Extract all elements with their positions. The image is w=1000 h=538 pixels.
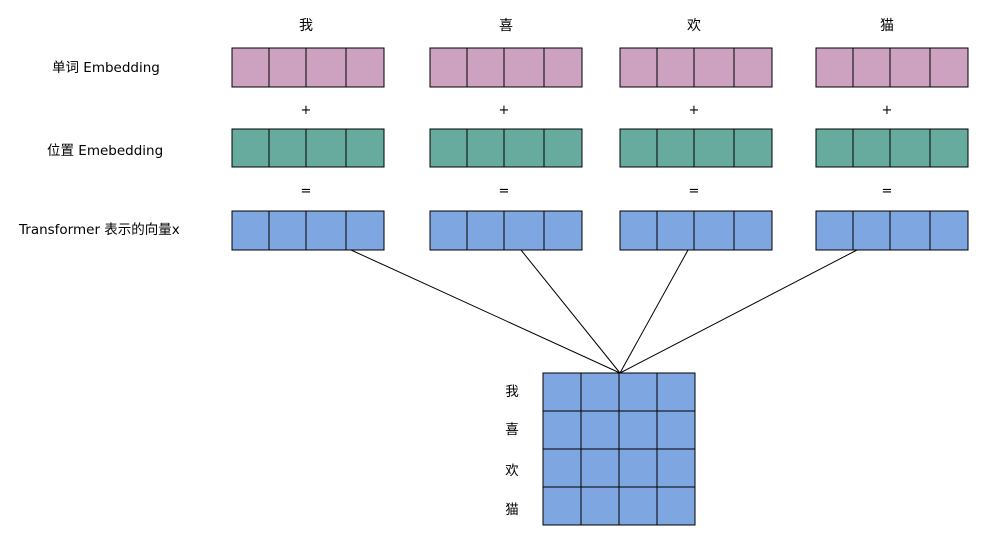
position-embedding-cell-1-4	[345, 128, 385, 168]
position-embedding-cell-1-2	[268, 128, 307, 168]
word-embedding-cell-1-2	[268, 47, 307, 88]
matrix-cell-3-4	[656, 448, 696, 488]
matrix-row-label-wo: 我	[505, 384, 519, 400]
equals-operator-1: =	[300, 184, 312, 199]
matrix-cell-4-2	[580, 486, 620, 526]
position-embedding-cell-4-1	[815, 128, 854, 168]
vector-cell-2-2	[466, 210, 505, 251]
matrix-cell-3-1	[542, 448, 582, 488]
matrix-cell-4-1	[542, 486, 582, 526]
position-embedding-cell-3-3	[693, 128, 735, 168]
row-label-word-embedding: 单词 Embedding	[52, 60, 160, 76]
vector-cell-1-3	[305, 210, 347, 251]
position-embedding-cell-4-4	[929, 128, 969, 168]
token-header-mao: 猫	[880, 18, 894, 34]
matrix-cell-2-3	[618, 410, 658, 450]
matrix-cell-4-4	[656, 486, 696, 526]
vector-cell-3-3	[693, 210, 735, 251]
position-embedding-cell-3-1	[619, 128, 658, 168]
matrix-cell-4-3	[618, 486, 658, 526]
matrix-cell-1-3	[618, 372, 658, 412]
word-embedding-cell-3-3	[693, 47, 735, 88]
connector-line-4	[619, 249, 858, 374]
word-embedding-cell-3-4	[733, 47, 773, 88]
matrix-cell-3-3	[618, 448, 658, 488]
matrix-row-label-huan: 欢	[505, 463, 519, 479]
token-header-wo: 我	[299, 18, 313, 34]
plus-operator-4: +	[881, 103, 893, 118]
plus-operator-1: +	[300, 103, 312, 118]
matrix-cell-1-4	[656, 372, 696, 412]
word-embedding-cell-2-4	[543, 47, 583, 88]
position-embedding-cell-2-3	[503, 128, 545, 168]
vector-cell-4-1	[815, 210, 854, 251]
equals-operator-2: =	[498, 184, 510, 199]
matrix-row-label-mao: 猫	[505, 502, 519, 518]
position-embedding-cell-1-3	[305, 128, 347, 168]
matrix-cell-2-1	[542, 410, 582, 450]
word-embedding-cell-1-3	[305, 47, 347, 88]
equals-operator-4: =	[881, 184, 893, 199]
vector-cell-4-2	[852, 210, 891, 251]
vector-cell-1-1	[231, 210, 270, 251]
token-header-huan: 欢	[687, 18, 701, 34]
word-embedding-cell-4-3	[889, 47, 931, 88]
word-embedding-cell-3-1	[619, 47, 658, 88]
word-embedding-cell-2-2	[466, 47, 505, 88]
vector-cell-3-2	[656, 210, 695, 251]
word-embedding-cell-2-1	[429, 47, 468, 88]
matrix-cell-3-2	[580, 448, 620, 488]
vector-cell-2-3	[503, 210, 545, 251]
word-embedding-cell-4-4	[929, 47, 969, 88]
matrix-row-label-xi: 喜	[505, 422, 519, 438]
matrix-cell-2-2	[580, 410, 620, 450]
vector-cell-4-4	[929, 210, 969, 251]
matrix-cell-2-4	[656, 410, 696, 450]
vector-cell-1-2	[268, 210, 307, 251]
matrix-cell-1-2	[580, 372, 620, 412]
position-embedding-cell-3-2	[656, 128, 695, 168]
token-header-xi: 喜	[499, 18, 513, 34]
vector-cell-3-4	[733, 210, 773, 251]
vector-cell-4-3	[889, 210, 931, 251]
position-embedding-cell-4-3	[889, 128, 931, 168]
vector-cell-3-1	[619, 210, 658, 251]
position-embedding-cell-2-1	[429, 128, 468, 168]
connector-line-3	[619, 249, 689, 374]
equals-operator-3: =	[688, 184, 700, 199]
connector-line-2	[520, 249, 621, 374]
position-embedding-cell-2-4	[543, 128, 583, 168]
word-embedding-cell-1-1	[231, 47, 270, 88]
vector-cell-2-1	[429, 210, 468, 251]
word-embedding-cell-3-2	[656, 47, 695, 88]
row-label-position-embedding: 位置 Emebedding	[47, 143, 164, 159]
word-embedding-cell-4-2	[852, 47, 891, 88]
word-embedding-cell-1-4	[345, 47, 385, 88]
connector-line-1	[350, 249, 621, 374]
vector-cell-1-4	[345, 210, 385, 251]
vector-cell-2-4	[543, 210, 583, 251]
word-embedding-cell-4-1	[815, 47, 854, 88]
row-label-transformer-vector: Transformer 表示的向量x	[19, 222, 180, 238]
position-embedding-cell-2-2	[466, 128, 505, 168]
plus-operator-3: +	[688, 103, 700, 118]
plus-operator-2: +	[498, 103, 510, 118]
position-embedding-cell-1-1	[231, 128, 270, 168]
matrix-cell-1-1	[542, 372, 582, 412]
position-embedding-cell-4-2	[852, 128, 891, 168]
word-embedding-cell-2-3	[503, 47, 545, 88]
position-embedding-cell-3-4	[733, 128, 773, 168]
